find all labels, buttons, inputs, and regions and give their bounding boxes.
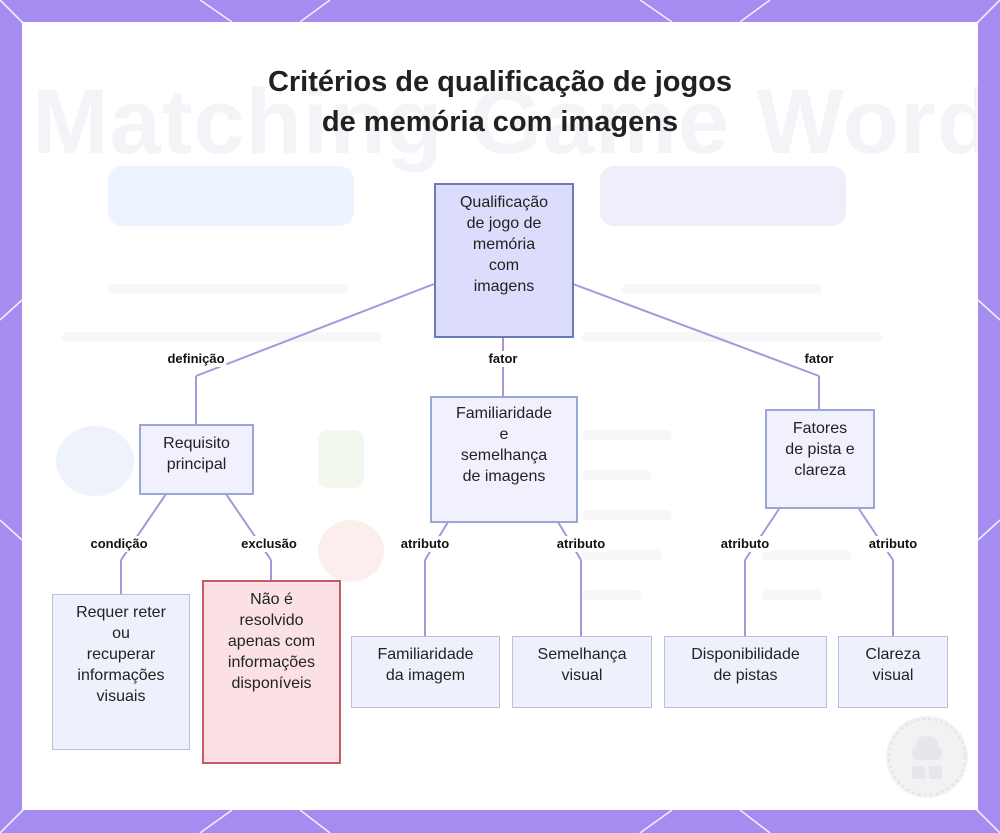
title-line-2: de memória com imagens	[321, 106, 679, 138]
node-line: clareza	[794, 462, 846, 479]
brain-puzzle-logo-icon	[886, 716, 968, 798]
node-line: com	[488, 257, 520, 274]
node-line: de jogo de	[466, 215, 542, 232]
node-line: apenas com	[227, 633, 316, 650]
node-line: visual	[561, 667, 603, 684]
node-line: de pistas	[713, 667, 778, 684]
edge-label-exclusao: exclusão	[239, 536, 299, 552]
node-requisito-principal[interactable]: Requisito principal	[139, 424, 254, 495]
diagram-title: Critérios de qualificação de jogos de me…	[150, 62, 850, 142]
node-familiaridade-imagem[interactable]: Familiaridade da imagem	[351, 636, 500, 708]
edge-label-atributo: atributo	[866, 536, 920, 552]
edge-label-definicao: definição	[165, 351, 227, 367]
node-line: informações	[227, 654, 316, 671]
node-line: e	[499, 426, 509, 443]
edge-label-atributo: atributo	[718, 536, 772, 552]
node-qualificacao-root[interactable]: Qualificação de jogo de memória com imag…	[434, 183, 574, 338]
node-line: Familiaridade	[377, 646, 474, 663]
node-line: de pista e	[785, 441, 855, 458]
node-line: Requisito	[163, 435, 230, 452]
node-line: Semelhança	[537, 646, 627, 663]
node-line: resolvido	[239, 612, 304, 629]
node-line: semelhança	[460, 447, 548, 464]
node-line: memória	[472, 236, 536, 253]
edge-label-condicao: condição	[88, 536, 150, 552]
node-disponibilidade-pistas[interactable]: Disponibilidade de pistas	[664, 636, 827, 708]
node-line: ou	[112, 625, 130, 642]
node-semelhanca-visual[interactable]: Semelhança visual	[512, 636, 652, 708]
node-fatores-pista-clareza[interactable]: Fatores de pista e clareza	[765, 409, 875, 509]
node-line: Não é	[250, 591, 293, 608]
edge-label-fator: fator	[486, 351, 520, 367]
edge-label-fator: fator	[802, 351, 836, 367]
edge-label-atributo: atributo	[398, 536, 452, 552]
node-line: Disponibilidade	[691, 646, 800, 663]
node-line: Qualificação	[459, 194, 549, 211]
node-line: disponíveis	[231, 675, 312, 692]
node-line: da imagem	[385, 667, 466, 684]
node-line: imagens	[473, 278, 535, 295]
node-requer-reter-informacoes[interactable]: Requer reter ou recuperar informações vi…	[52, 594, 190, 750]
node-line: Requer reter	[76, 604, 166, 621]
node-line: visual	[872, 667, 914, 684]
node-line: Fatores	[792, 420, 848, 437]
node-line: recuperar	[86, 646, 156, 663]
brain-puzzle-logo-icon-graphic	[888, 718, 966, 796]
node-line: Clareza	[865, 646, 921, 663]
node-line: principal	[166, 456, 227, 473]
node-clareza-visual[interactable]: Clareza visual	[838, 636, 948, 708]
node-familiaridade-semelhanca[interactable]: Familiaridade e semelhança de imagens	[430, 396, 578, 523]
title-line-1: Critérios de qualificação de jogos	[267, 66, 733, 98]
node-line: Familiaridade	[455, 405, 553, 422]
edge-label-atributo: atributo	[554, 536, 608, 552]
node-line: de imagens	[462, 468, 546, 485]
node-line: informações	[77, 667, 165, 684]
node-nao-resolvido-exclusao[interactable]: Não é resolvido apenas com informações d…	[202, 580, 341, 764]
node-line: visuais	[96, 688, 146, 705]
